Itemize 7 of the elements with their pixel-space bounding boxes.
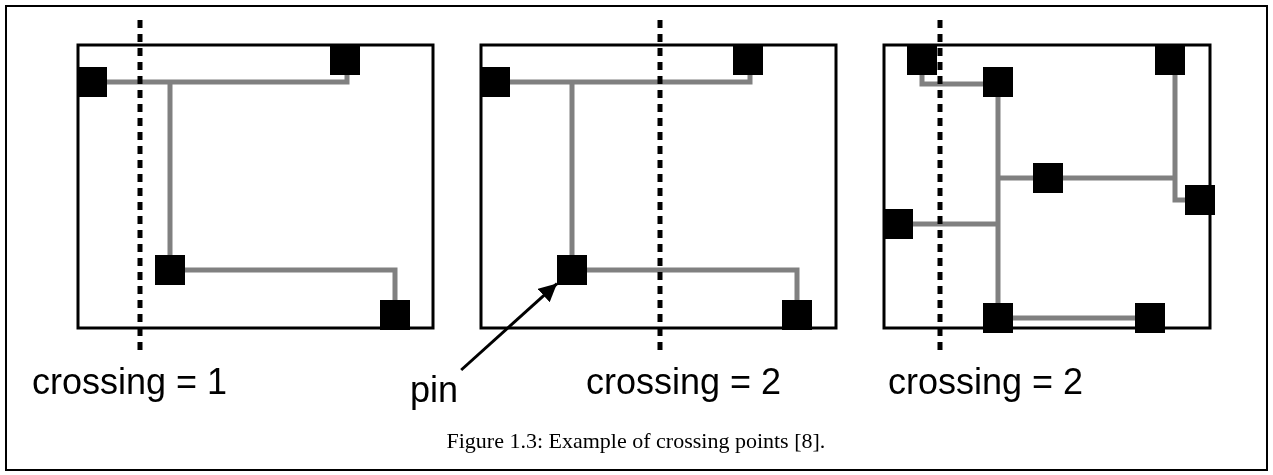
pin-square	[557, 255, 587, 285]
crossing-count-label: crossing = 1	[32, 362, 228, 402]
pin-label: pin	[410, 370, 459, 410]
crossing-count-label: crossing = 2	[586, 362, 782, 402]
crossing-count-label: crossing = 2	[888, 362, 1084, 402]
figure-caption: Figure 1.3: Example of crossing points [8].	[446, 428, 826, 454]
leader-arrow	[460, 282, 558, 372]
